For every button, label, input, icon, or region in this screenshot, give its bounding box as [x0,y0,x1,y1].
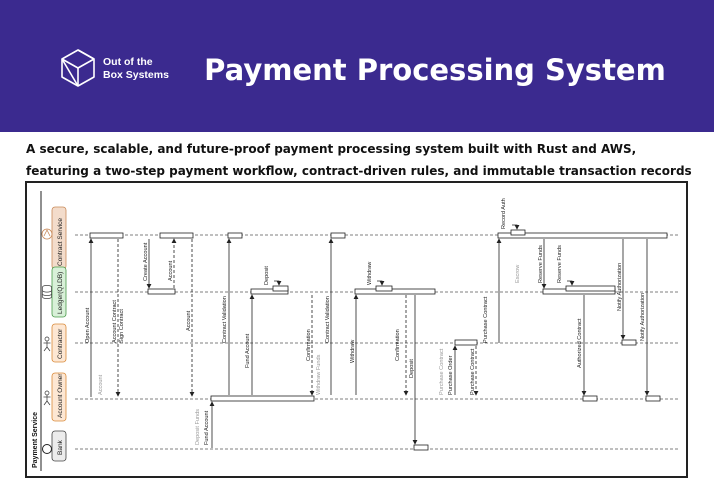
message-label: Purchase Order [448,355,454,395]
message-label: Create Account [143,242,149,281]
message-label: Withdraw [367,261,373,285]
lane-ledger: Ledger(QLDB) [51,266,67,318]
lane-label: Contractor [57,328,64,359]
activation-bar [497,232,668,239]
activation-bar [582,395,598,402]
activation-bar [510,229,526,236]
message-label: Withdraw [350,339,356,363]
database-icon [42,285,52,299]
cube-logo-icon [61,49,95,87]
message-label: Confirmation [306,329,312,361]
brand-name: Out of the Box Systems [103,56,169,81]
message-label: Confirmation [395,329,401,361]
page-title: Payment Processing System [204,53,666,87]
activation-bar [454,339,478,346]
activation-bar [147,288,176,295]
activation-bar [413,444,429,451]
lane-bank: Bank [51,430,67,462]
message-label: Deposit Funds [195,409,201,445]
contract-service-icon [41,228,53,240]
message-label: Notify Authorization [617,263,623,311]
sequence-diagram: Payment Service Contract Service Ledger(… [32,191,679,471]
lane-label: Bank [57,439,64,455]
message-label: Account [168,260,174,281]
message-label: Contract Validation [325,296,331,343]
message-label: Deposit [264,266,270,285]
activation-bar [89,232,124,239]
message-label: Purchase Contract [470,348,476,395]
message-label: Account ContractSign Contract [112,300,125,343]
message-label: Authorized Contract [577,318,583,368]
activation-bar [159,232,194,239]
message-label: Account [98,374,104,395]
activation-bar [210,395,315,402]
message-label: Reserve Funds [538,245,544,283]
activation-bar [272,285,289,292]
message-label: Record Auth [501,198,507,229]
lane-account-owner: Account Owner [51,372,67,422]
actor-icon [43,390,51,406]
message-label: Account [186,310,192,331]
activation-bar [330,232,346,239]
actor-icon [43,336,51,352]
arrow-reserve-self [567,280,575,286]
bank-icon [40,444,52,454]
arrow-deposit-self [274,280,282,286]
activation-bar [250,288,289,295]
message-label: Escrow [515,264,521,283]
message-label: Withdraw Funds [316,354,322,395]
message-label: Open Account [85,307,91,343]
arrow-withdraw-self [377,280,385,286]
message-label: Notify Authorization [640,293,646,341]
pool-label: Payment Service [32,412,39,468]
header-banner: Out of the Box Systems Payment Processin… [0,0,714,132]
lane-label: Contract Service [57,218,64,266]
sequence-diagram-frame: Payment Service Contract Service Ledger(… [25,181,688,478]
activation-bar [354,288,436,295]
activation-bar [375,285,393,292]
activation-bar [621,339,637,346]
lane-contractor: Contractor [51,323,67,363]
message-label: Fund Account [204,410,210,445]
lane-label: Ledger(QLDB) [57,272,64,314]
arrow-record-self [512,224,520,230]
message-label: Deposit [409,359,415,378]
activation-bar [565,285,616,292]
message-label: Contract Validation [222,296,228,343]
message-label: Purchase Contract [439,348,445,395]
message-label: Fund Account [245,333,251,368]
message-label: Reserve Funds [557,245,563,283]
lane-label: Account Owner [57,373,64,418]
message-label: Purchase Contract [483,296,489,343]
lane-contract-service: Contract Service [51,206,67,270]
activation-bar [227,232,243,239]
page-description: A secure, scalable, and future-proof pay… [26,142,692,178]
activation-bar [645,395,661,402]
